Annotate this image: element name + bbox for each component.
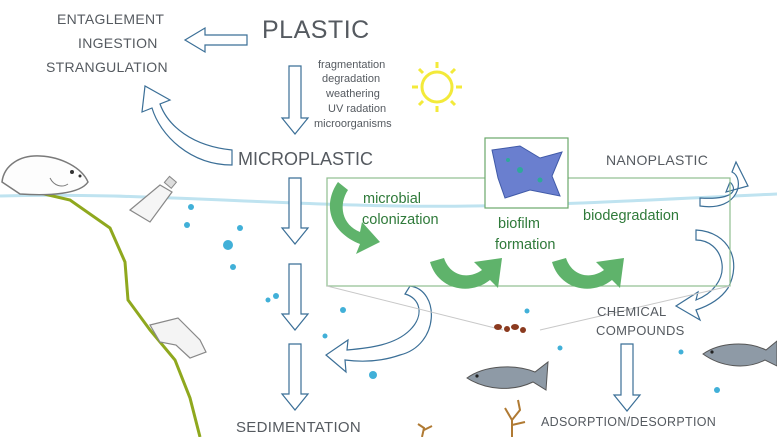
green-arrow-1	[329, 182, 380, 254]
sedimentation-label: SEDIMENTATION	[236, 419, 362, 436]
plastic-bag-illustration	[149, 317, 207, 359]
down-arrow-1	[280, 65, 310, 135]
green-arrow-2	[430, 258, 502, 289]
microplastic-particles	[184, 204, 720, 393]
arrow-to-effects	[183, 26, 248, 54]
bottle-illustration	[128, 175, 178, 223]
process-microorganisms: microorganisms	[314, 118, 392, 130]
effect-strangulation: STRANGULATION	[46, 59, 168, 75]
adsorption-label: ADSORPTION/DESORPTION	[541, 415, 717, 429]
green-arrow-3	[552, 258, 624, 289]
plastic-fragments	[494, 324, 526, 333]
water-surface	[0, 192, 777, 208]
curved-arrow-nanoplastic	[699, 160, 749, 208]
sun-icon	[412, 62, 462, 112]
effect-entanglement: ENTAGLEMENT	[57, 11, 165, 27]
step-colonization: colonization	[362, 212, 439, 228]
coastline	[9, 184, 202, 437]
curved-arrow-to-effects	[141, 85, 233, 166]
down-arrow-4	[280, 343, 310, 411]
fish-illustration-right	[702, 340, 777, 367]
nanoplastic-label: NANOPLASTIC	[606, 152, 709, 168]
curved-arrow-to-chemical	[674, 229, 735, 322]
effect-ingestion: INGESTION	[78, 35, 158, 51]
down-arrow-3	[280, 263, 310, 331]
curved-arrow-to-sediment	[325, 285, 432, 374]
step-microbial: microbial	[363, 191, 422, 207]
compounds-label: COMPOUNDS	[596, 323, 685, 338]
down-arrow-2	[280, 177, 310, 245]
process-uv-radiation: UV radation	[328, 103, 387, 115]
plastic-title: PLASTIC	[262, 16, 370, 44]
biofilm-micrograph	[484, 137, 569, 209]
funnel-left	[326, 285, 504, 331]
fish-illustration-left	[466, 360, 549, 391]
microplastic-label: MICROPLASTIC	[238, 149, 374, 169]
step-biofilm: biofilm	[498, 216, 540, 232]
seal-illustration	[1, 155, 89, 196]
down-arrow-chem	[612, 343, 642, 412]
process-fragmentation: fragmentation	[318, 59, 386, 71]
step-biodegradation: biodegradation	[583, 208, 679, 224]
coral-illustration	[417, 399, 526, 437]
process-weathering: weathering	[326, 88, 380, 100]
chemical-label: CHEMICAL	[597, 304, 667, 319]
process-degradation: degradation	[322, 73, 381, 85]
step-formation: formation	[495, 237, 556, 253]
funnel-right	[539, 285, 731, 331]
